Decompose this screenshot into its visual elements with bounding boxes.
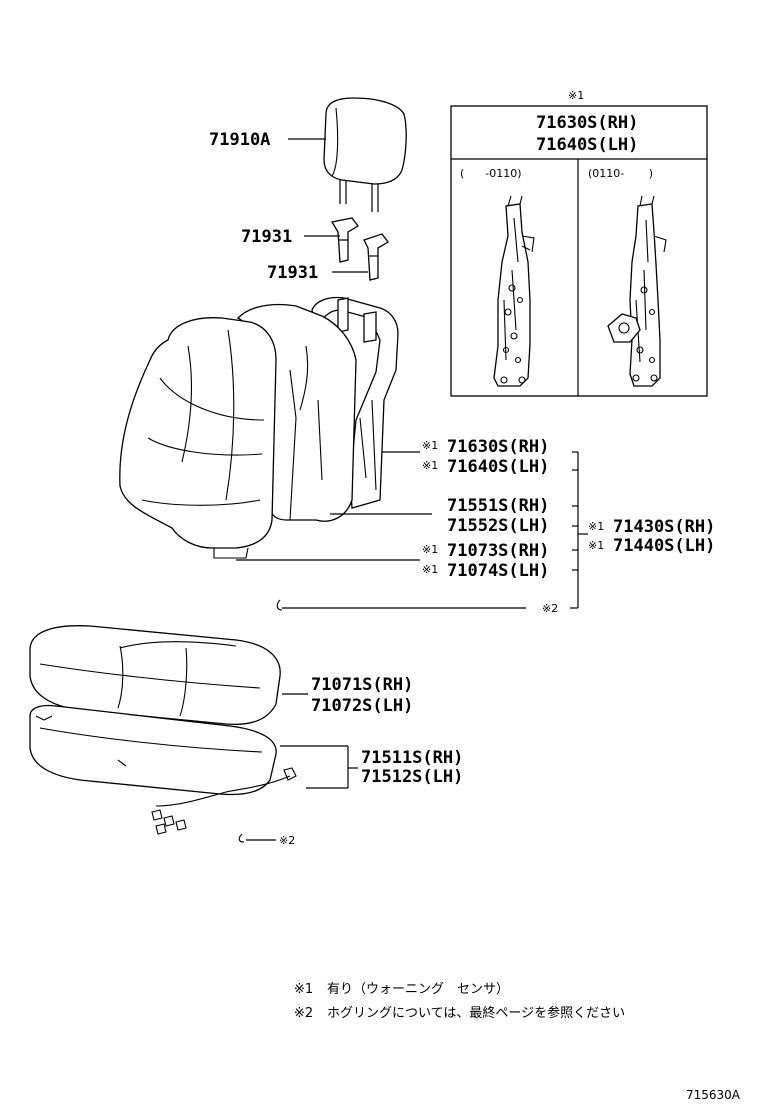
note2-mark: ※2 bbox=[294, 1006, 313, 1021]
label-pad-rh: 71551S(RH) bbox=[447, 496, 549, 516]
label-support-upper: 71931 bbox=[241, 227, 292, 247]
label-back-cover-rh: 71073S(RH) bbox=[447, 541, 549, 561]
note2-text: ホグリングについては、最終ページを参照ください bbox=[327, 1005, 625, 1021]
ref-mark-assy-lh: ※1 bbox=[588, 539, 604, 552]
label-back-assy-lh: 71440S(LH) bbox=[613, 536, 715, 556]
inset-mark: ※1 bbox=[568, 89, 584, 102]
hog-ring-back bbox=[276, 599, 283, 611]
label-pad-lh: 71552S(LH) bbox=[447, 516, 549, 536]
label-back-assy-rh: 71430S(RH) bbox=[613, 517, 715, 537]
inset-range-right: (0110- ) bbox=[588, 167, 653, 180]
ref-mark-frame-rh: ※1 bbox=[422, 439, 438, 452]
ref-mark-cover-rh: ※1 bbox=[422, 543, 438, 556]
label-frame-lh: 71640S(LH) bbox=[447, 457, 549, 477]
leader-lines bbox=[236, 138, 588, 789]
label-back-cover-lh: 71074S(LH) bbox=[447, 561, 549, 581]
frame-variant-late bbox=[607, 195, 667, 387]
frame-variant-early bbox=[493, 195, 535, 387]
seat-cushion bbox=[29, 625, 297, 835]
label-cushion-pad-rh: 71511S(RH) bbox=[361, 748, 463, 768]
label-headrest: 71910A bbox=[209, 130, 270, 150]
label-cushion-cover-rh: 71071S(RH) bbox=[311, 675, 413, 695]
note1-text: 有り（ウォーニング センサ） bbox=[327, 982, 509, 997]
note1-mark: ※1 bbox=[294, 982, 313, 997]
headrest-support-1 bbox=[330, 217, 359, 263]
seat-back bbox=[119, 296, 399, 559]
headrest-support-2 bbox=[363, 233, 389, 281]
label-frame-rh: 71630S(RH) bbox=[447, 437, 549, 457]
inset-part-lh: 71640S(LH) bbox=[536, 135, 638, 155]
label-cushion-pad-lh: 71512S(LH) bbox=[361, 767, 463, 787]
inset-box: ※1 71630S(RH) 71640S(LH) ( -0110) (0110-… bbox=[450, 89, 708, 397]
figure-code: 715630A bbox=[686, 1088, 741, 1102]
headrest bbox=[323, 97, 407, 212]
ref-mark-cover-lh: ※1 bbox=[422, 563, 438, 576]
ref-mark-frame-lh: ※1 bbox=[422, 459, 438, 472]
inset-range-left: ( -0110) bbox=[460, 167, 522, 180]
ref-mark-assy-rh: ※1 bbox=[588, 520, 604, 533]
hog-ring-cushion bbox=[238, 833, 245, 843]
ref-mark-hog-back: ※2 bbox=[542, 602, 558, 615]
label-support-lower: 71931 bbox=[267, 263, 318, 283]
ref-mark-hog-cushion: ※2 bbox=[279, 834, 295, 847]
inset-part-rh: 71630S(RH) bbox=[536, 113, 638, 133]
label-cushion-cover-lh: 71072S(LH) bbox=[311, 696, 413, 716]
